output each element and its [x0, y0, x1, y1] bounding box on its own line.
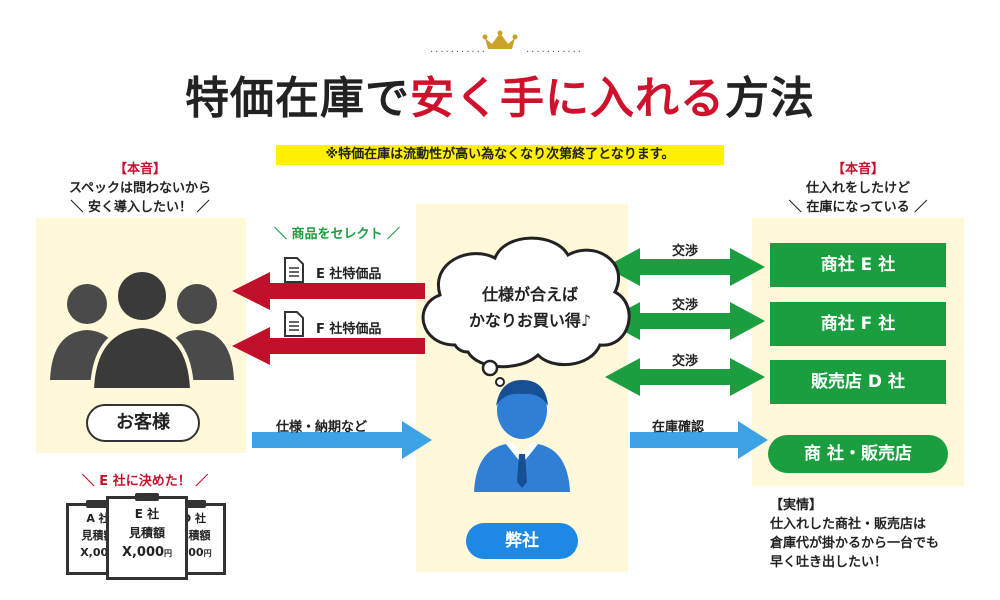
estimate-doc-d-line1: D 社 — [182, 512, 206, 525]
title-part2: 安く手に入れる — [410, 73, 725, 124]
customer-honne-tag: 【本音】 — [113, 162, 166, 177]
supplier-summary: 商 社・販売店 — [768, 435, 948, 473]
supplier-honne-line1: 仕入れをしたけど — [805, 181, 910, 196]
reality-line2: 倉庫代が掛かるから一台でも — [770, 536, 940, 551]
title-part3: 方法 — [725, 73, 815, 124]
product-e-label: E 社特価品 — [316, 267, 382, 282]
document-icon-f — [283, 310, 305, 342]
supplier-f: 商社 F 社 — [770, 302, 946, 346]
supplier-honne-line2: ＼ 在庫になっている ／ — [788, 200, 928, 215]
businessman-icon — [470, 372, 574, 496]
title-part1: 特価在庫で — [185, 73, 410, 124]
supplier-honne-tag: 【本音】 — [831, 162, 884, 177]
customer-honne-line1: スペックは問わないから — [68, 181, 212, 196]
decided-label: ＼ E 社に決めた！ ／ — [81, 474, 209, 489]
supplier-honne: 【本音】 仕入れをしたけど ＼ 在庫になっている ／ — [740, 160, 976, 217]
crown-icon — [482, 30, 518, 56]
company-label: 弊社 — [466, 523, 578, 559]
customer-honne-line2: ＼ 安く導入したい！ ／ — [70, 200, 210, 215]
document-icon-e — [283, 256, 305, 288]
reality-line1: 仕入れした商社・販売店は — [770, 517, 927, 532]
spec-delivery-label: 仕様・納期など — [276, 420, 368, 435]
estimate-doc-e-line2: 見積額 — [128, 526, 165, 540]
estimate-doc-e: E 社 見積額 X,000円 — [106, 493, 188, 580]
customer-label: お客様 — [86, 404, 200, 442]
estimate-doc-a-line1: A 社 — [86, 512, 110, 525]
cloud-text: 仕様が合えば かなりお買い得♪ — [440, 282, 620, 334]
title-dots-right: ........... — [526, 44, 583, 55]
estimate-doc-d-unit: 円 — [203, 549, 212, 558]
supplier-d: 販売店 D 社 — [770, 360, 946, 404]
availability-note: ※特価在庫は流動性が高い為なくなり次第終了となります。 — [276, 145, 724, 165]
reality-tag: 【実情】 — [770, 498, 823, 513]
title-dots-left: ........... — [430, 44, 487, 55]
reality-note: 【実情】 仕入れした商社・販売店は 倉庫代が掛かるから一台でも 早く吐き出したい… — [770, 496, 939, 572]
estimate-doc-e-unit: 円 — [164, 549, 173, 558]
cloud-line1: 仕様が合えば — [481, 285, 578, 304]
supplier-e: 商社 E 社 — [770, 243, 946, 287]
negotiate-label-1: 交渉 — [672, 244, 699, 259]
negotiate-label-3: 交渉 — [672, 354, 699, 369]
customers-group-icon — [42, 262, 242, 396]
product-f-label: F 社特価品 — [316, 322, 382, 337]
customer-honne: 【本音】 スペックは問わないから ＼ 安く導入したい！ ／ — [20, 160, 260, 217]
negotiate-label-2: 交渉 — [672, 298, 699, 313]
stock-check-label: 在庫確認 — [652, 420, 705, 435]
estimate-doc-e-line1: E 社 — [134, 507, 160, 521]
select-product-label: ＼ 商品をセレクト ／ — [273, 227, 401, 242]
estimate-doc-e-line3: X,000 — [121, 545, 165, 560]
reality-line3: 早く吐き出したい！ — [770, 555, 888, 570]
cloud-line2: かなりお買い得♪ — [468, 311, 592, 330]
page-title: 特価在庫で安く手に入れる方法 — [0, 62, 1000, 126]
